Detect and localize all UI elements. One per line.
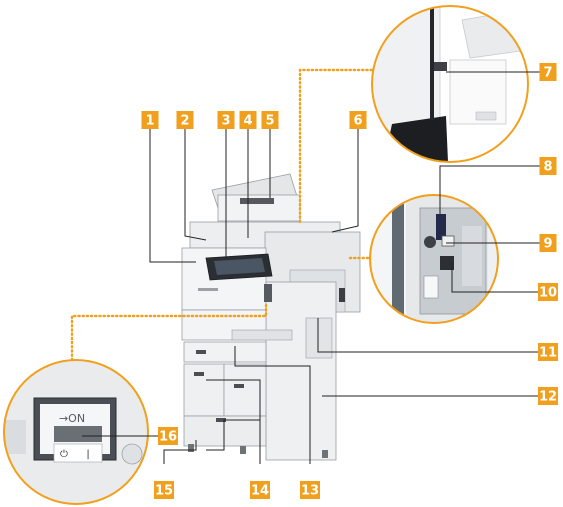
callout-1: 1: [141, 111, 159, 129]
inset-left: →ON ⏻ |: [3, 359, 149, 505]
callout-box: [141, 111, 159, 129]
callout-box: [539, 63, 557, 81]
callout-number: 11: [539, 346, 557, 361]
callout-number: 1: [145, 114, 154, 129]
callout-box: [154, 481, 174, 499]
callout-box: [349, 111, 367, 129]
callout-number: 13: [301, 484, 319, 499]
callout-number: 6: [353, 114, 362, 129]
callout-16: 16: [158, 427, 178, 445]
callout-box: [538, 387, 558, 405]
switch-on-label: →ON: [59, 412, 85, 425]
callout-11: 11: [538, 343, 558, 361]
callout-box: [261, 111, 279, 129]
callout-box: [538, 343, 558, 361]
on-bar-symbol: |: [86, 449, 89, 460]
callout-15: 15: [154, 481, 174, 499]
callout-number: 4: [243, 114, 252, 129]
callout-number: 8: [543, 160, 552, 175]
callout-number: 14: [251, 484, 269, 499]
callout-box: [539, 157, 557, 175]
callout-9: 9: [539, 234, 557, 252]
callout-box: [250, 481, 270, 499]
callout-number: 16: [159, 430, 177, 445]
callout-10: 10: [538, 283, 558, 301]
callout-box: [539, 234, 557, 252]
callout-3: 3: [217, 111, 235, 129]
callout-number: 7: [543, 66, 552, 81]
callout-7: 7: [539, 63, 557, 81]
callout-14: 14: [250, 481, 270, 499]
power-symbol: ⏻: [60, 449, 68, 460]
callout-number: 5: [265, 114, 274, 129]
callout-box: [217, 111, 235, 129]
callout-4: 4: [239, 111, 257, 129]
callout-box: [538, 283, 558, 301]
inset-right: [369, 194, 499, 324]
callout-6: 6: [349, 111, 367, 129]
callout-13: 13: [300, 481, 320, 499]
callout-8: 8: [539, 157, 557, 175]
callout-2: 2: [176, 111, 194, 129]
callout-box: [300, 481, 320, 499]
printer-body: [181, 173, 361, 461]
inset-top: [371, 5, 529, 163]
callout-number: 12: [539, 390, 557, 405]
callout-number: 10: [539, 286, 557, 301]
callout-box: [239, 111, 257, 129]
callout-number: 9: [543, 237, 552, 252]
callout-number: 2: [180, 114, 189, 129]
callout-5: 5: [261, 111, 279, 129]
callout-number: 3: [221, 114, 230, 129]
callout-number: 15: [155, 484, 173, 499]
callout-12: 12: [538, 387, 558, 405]
callout-box: [158, 427, 178, 445]
leader-lines: [82, 71, 540, 464]
callout-box: [176, 111, 194, 129]
